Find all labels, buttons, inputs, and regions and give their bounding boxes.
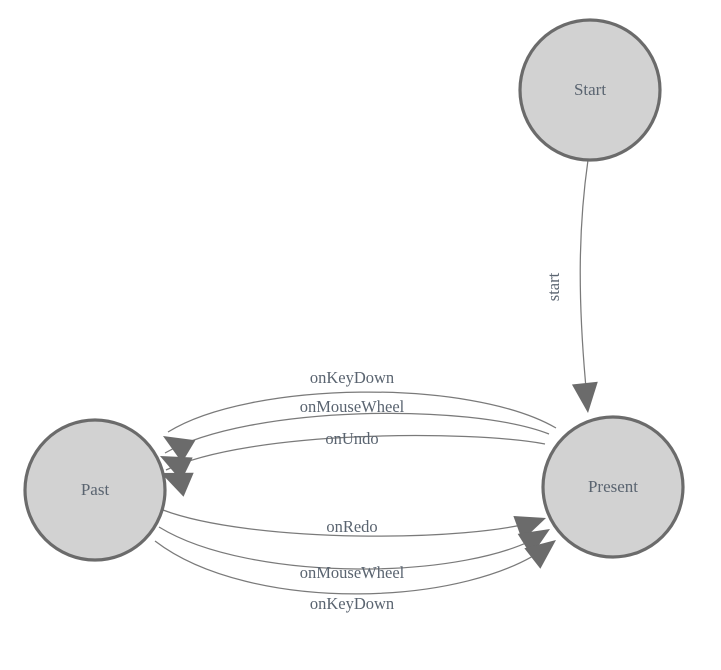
arrowhead-present-past-onmousewheel (160, 456, 193, 481)
arrowhead-start-present (571, 381, 598, 413)
edge-label-present-past-onundo: onUndo (325, 429, 378, 448)
edge-past-present-onredo[interactable] (162, 509, 542, 537)
node-start-circle[interactable] (518, 18, 662, 162)
edge-labels-layer: start onKeyDown onMouseWheel onUndo onRe… (300, 272, 563, 613)
node-past-circle[interactable] (23, 418, 167, 562)
arrowhead-present-past-onkeydown (163, 436, 196, 463)
edge-start-present[interactable] (579, 159, 589, 389)
edge-past-present-onmousewheel[interactable] (158, 526, 546, 570)
edges-layer (154, 159, 589, 595)
edge-present-past-onundo[interactable] (165, 434, 546, 471)
node-present-label: Present (588, 477, 638, 496)
edge-label-past-present-onmousewheel: onMouseWheel (300, 563, 405, 582)
edge-label-present-past-onkeydown: onKeyDown (310, 368, 394, 387)
edge-past-present-onkeydown[interactable] (154, 540, 552, 595)
edge-label-past-present-onredo: onRedo (326, 517, 377, 536)
node-past[interactable]: Past (23, 418, 167, 562)
node-present[interactable]: Present (541, 415, 685, 559)
arrowhead-present-past-onundo (161, 472, 194, 497)
node-start[interactable]: Start (518, 18, 662, 162)
node-start-label: Start (574, 80, 606, 99)
arrowheads-layer (160, 381, 598, 569)
edge-present-past-onkeydown[interactable] (167, 391, 557, 433)
node-present-circle[interactable] (541, 415, 685, 559)
node-past-label: Past (81, 480, 110, 499)
edge-label-start: start (544, 272, 563, 301)
arrowhead-past-present-onmousewheel (517, 529, 550, 556)
edge-present-past-onmousewheel[interactable] (164, 412, 550, 454)
edge-label-present-past-onmousewheel: onMouseWheel (300, 397, 405, 416)
edge-label-past-present-onkeydown: onKeyDown (310, 594, 394, 613)
nodes-layer: Start Past Present (23, 18, 685, 562)
arrowhead-past-present-onkeydown (524, 540, 556, 569)
